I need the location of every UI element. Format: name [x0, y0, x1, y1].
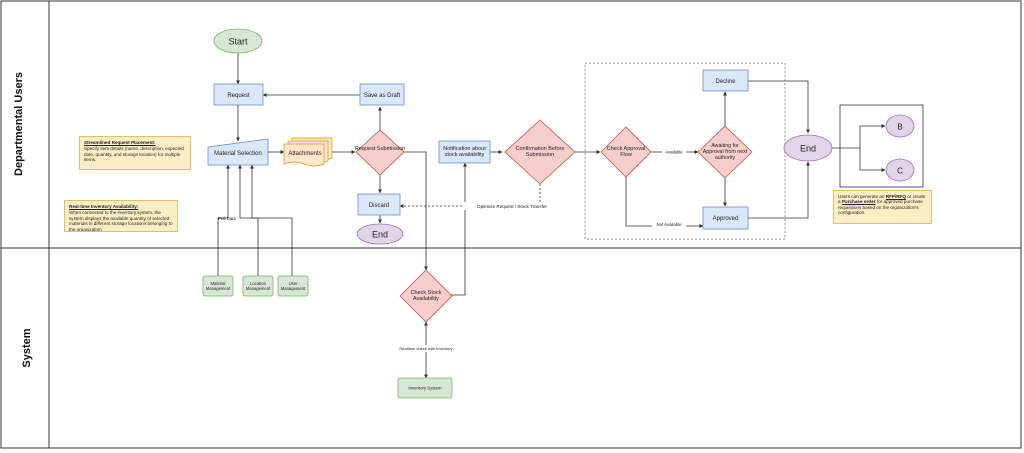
request-submission-label: Request Submission [355, 146, 405, 152]
note-realtime-title: Real-time Inventory Availability: [69, 204, 139, 209]
edge-not-available [625, 177, 704, 228]
edge-label-realtime: Realtime check with Inventory [399, 346, 452, 351]
edge-label-optimise: Optimise Request / Stock Transfer [477, 204, 547, 209]
user-mgmt-label-box: User Management [280, 281, 306, 291]
check-stock-label: Check Stock Availability [410, 289, 442, 303]
notification-node[interactable] [438, 140, 491, 164]
material-selection-node[interactable] [207, 138, 269, 166]
awaiting-label-box: Awaiting for Approval from next authorit… [702, 142, 748, 162]
note-users-po: Purchase order [841, 199, 876, 205]
edge-end-c [859, 148, 886, 172]
approved-node[interactable] [702, 206, 749, 230]
save-as-draft-node[interactable] [359, 83, 405, 106]
awaiting-approval-label: Awaiting for Approval from next authorit… [702, 142, 748, 162]
check-approval-label-box: Check Approval Flow [606, 145, 646, 159]
awaiting-approval-node[interactable] [697, 125, 753, 179]
save-as-draft-label: Save as Draft [364, 93, 401, 99]
confirmation-label-box: Confirmation Before Submission [515, 145, 565, 159]
edge-user-mgmt-pull [250, 164, 293, 276]
material-mgmt-label-box: Material Management [205, 281, 231, 291]
request-label: Request [227, 93, 250, 99]
edge-decline-end [748, 80, 810, 134]
check-stock-label-box: Check Stock Availability [410, 289, 442, 303]
c-node[interactable] [885, 158, 915, 182]
user-management-label: User Management [280, 281, 306, 291]
approved-label: Approved [713, 216, 739, 222]
edge-label-bg-optimise [462, 202, 562, 210]
location-management-label: Location Management [245, 281, 271, 291]
user-management-node[interactable] [277, 275, 309, 297]
notification-label-box: Notification about stock availability [443, 145, 486, 159]
decline-label: Decline [715, 79, 736, 85]
edge-submission-checkstock [404, 151, 428, 271]
lane-title-departmental-users: Departmental Users [13, 72, 25, 176]
edge-label-not-available: Not Available [656, 222, 682, 227]
request-submission-node[interactable] [355, 129, 405, 176]
check-approval-flow-label: Check Approval Flow [606, 145, 646, 159]
end-node-2[interactable] [783, 134, 833, 162]
output-group [839, 104, 924, 188]
edge-label-bg-available [662, 148, 686, 155]
edge-approved-end [748, 161, 810, 219]
material-management-label: Material Management [205, 281, 231, 291]
note-users-generate: Users can generate an RFP/RFQ or create … [833, 190, 932, 224]
note-realtime-inventory: Real-time Inventory Availability: When c… [64, 200, 178, 232]
location-management-node[interactable] [242, 275, 274, 297]
check-approval-flow-node[interactable] [600, 126, 652, 178]
note-users-rfp: RFP/RFQ [885, 194, 906, 199]
note-realtime-body: When connected to the inventory system, … [69, 210, 173, 232]
inventory-system-label: Inventory System [408, 386, 442, 391]
note-streamlined-body: Specify item details (name, description,… [84, 146, 184, 163]
check-stock-node[interactable] [399, 269, 453, 323]
edge-label-available: Available [665, 150, 683, 155]
edge-label-bg-not-available [652, 221, 686, 228]
material-management-node[interactable] [202, 275, 234, 297]
start-node[interactable] [213, 28, 263, 54]
attachments-label: Attachments [288, 151, 321, 157]
note-streamlined-request: Streamlined Request Placement: Specify i… [79, 136, 191, 170]
c-label: C [897, 167, 903, 176]
note-users-mid: or create a [838, 194, 926, 205]
end-node-1[interactable] [356, 223, 404, 245]
note-streamlined-title: Streamlined Request Placement: [84, 140, 156, 145]
location-mgmt-label-box: Location Management [245, 281, 271, 291]
end-label-1: End [372, 230, 388, 240]
edge-end-b [832, 124, 886, 149]
notification-label: Notification about stock availability [443, 145, 486, 159]
decline-node[interactable] [702, 69, 749, 92]
note-users-post: for approved purchase requisitions based… [838, 199, 923, 216]
b-node[interactable] [885, 114, 915, 138]
material-selection-label: Material Selection [214, 151, 262, 157]
attachments-node[interactable] [283, 137, 333, 167]
note-users-pre: Users can generate an [838, 194, 886, 199]
confirmation-node[interactable] [504, 119, 576, 185]
edge-material-mgmt-pull [217, 164, 230, 276]
edge-location-mgmt-pull [238, 164, 259, 276]
b-label: B [897, 123, 902, 132]
edge-checkstock-notification [450, 162, 467, 296]
end-label-2: End [800, 144, 816, 154]
lane-title-system: System [21, 328, 33, 367]
request-node[interactable] [213, 83, 264, 106]
inventory-system-node[interactable] [397, 377, 453, 399]
edge-label-bg-realtime [396, 345, 456, 352]
edge-label-pull-data: Pull Data [218, 216, 236, 221]
discard-node[interactable] [357, 193, 401, 216]
discard-label: Discard [369, 203, 389, 209]
start-label: Start [228, 37, 248, 47]
confirmation-label: Confirmation Before Submission [515, 145, 565, 159]
